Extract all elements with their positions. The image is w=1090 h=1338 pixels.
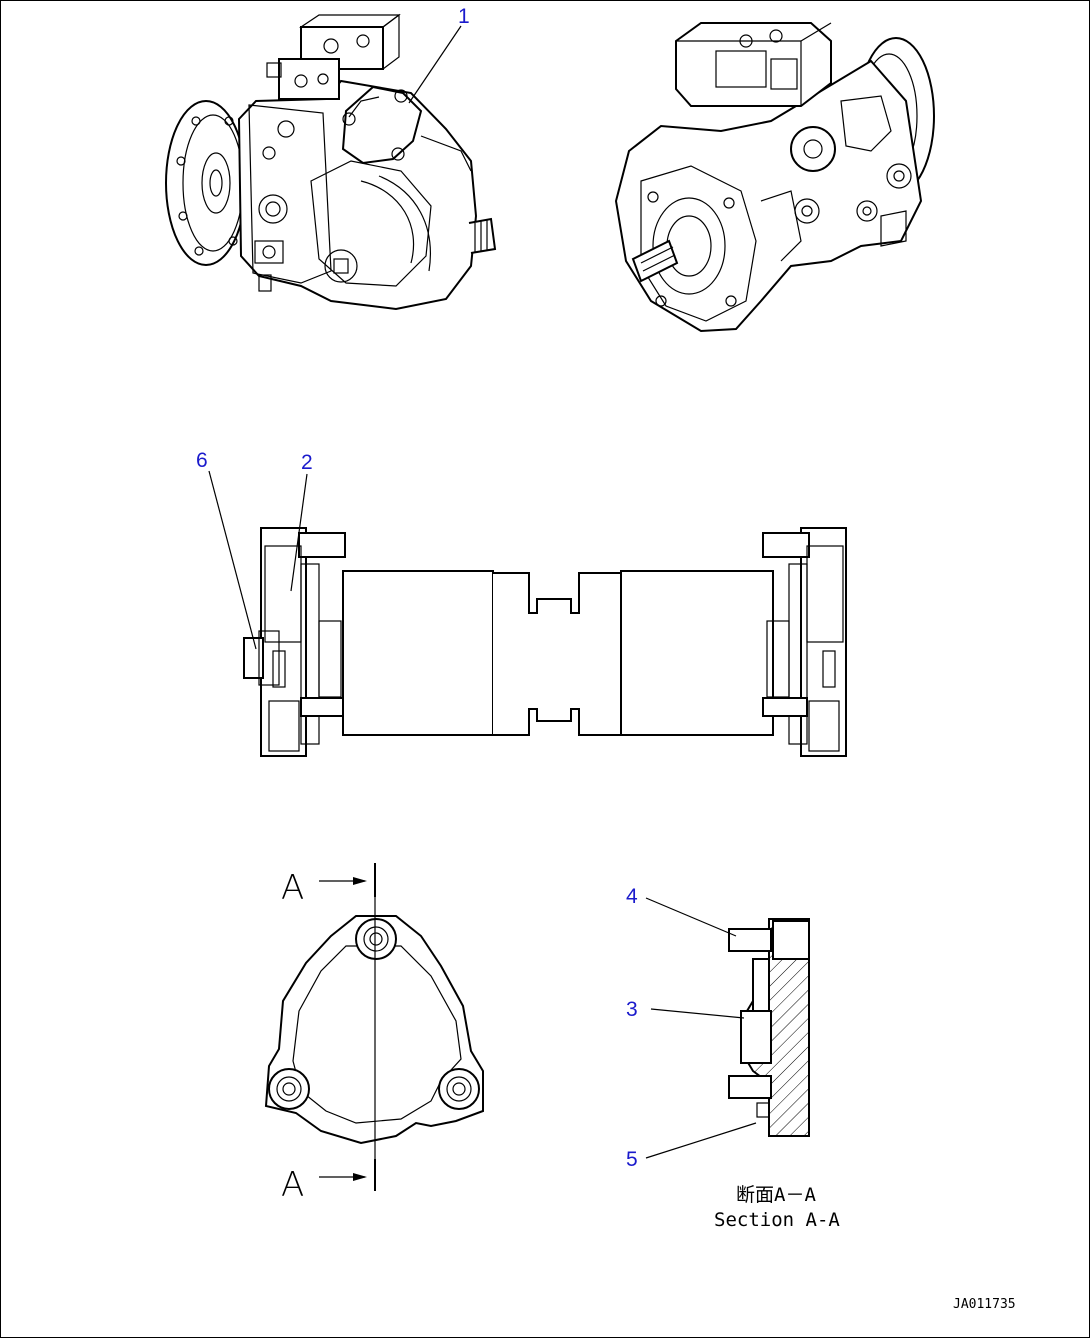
section-a-a-view: 断面A－A Section A-A [714, 918, 840, 1231]
callout-4: 4 [626, 885, 638, 908]
section-mark-top: A [281, 868, 304, 908]
pump-assembly-view-left [165, 13, 497, 311]
section-caption-jp: 断面A－A [736, 1184, 816, 1206]
front-view: A A [264, 863, 484, 1205]
leader-lines [208, 25, 757, 1159]
section-mark-bottom: A [281, 1165, 304, 1205]
callout-6: 6 [196, 449, 208, 472]
callout-2: 2 [301, 451, 313, 474]
drawing-code: JA011735 [953, 1297, 1016, 1312]
callout-5: 5 [626, 1148, 638, 1171]
pump-assembly-view-right [614, 22, 935, 333]
callout-1: 1 [458, 5, 470, 28]
callouts: 1 2 3 4 5 6 [196, 5, 638, 1171]
side-view [243, 527, 847, 757]
section-caption-en: Section A-A [714, 1209, 840, 1231]
callout-3: 3 [626, 998, 638, 1021]
